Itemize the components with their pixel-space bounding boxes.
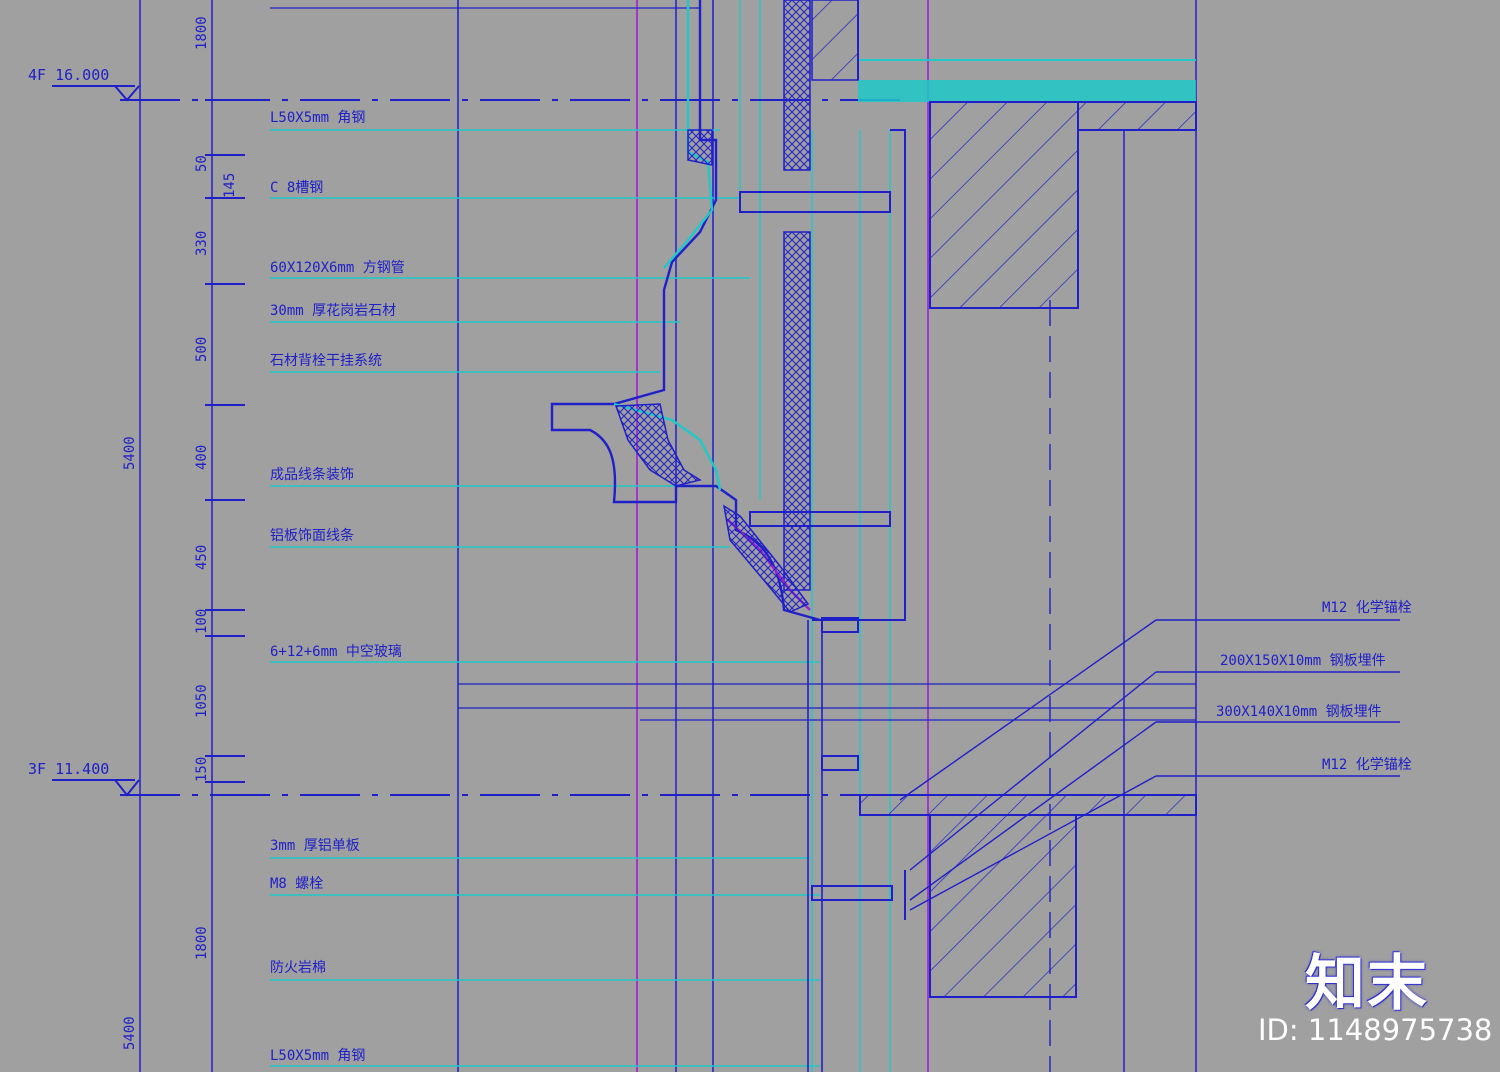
note-aluminum-trim: 铝板饰面线条 xyxy=(270,527,354,544)
steel-frame xyxy=(739,129,906,920)
dim-seg-5: 400 xyxy=(194,445,210,470)
watermark-logo: 知末 xyxy=(1305,949,1429,1019)
annotations-right: M12 化学锚栓 200X150X10mm 钢板埋件 300X140X10mm … xyxy=(1216,600,1412,773)
dim-total-upper: 5400 xyxy=(122,436,138,470)
dim-seg-4: 500 xyxy=(194,337,210,362)
insulation-upper xyxy=(783,0,811,171)
annotations-left: L50X5mm 角钢 C 8槽钢 60X120X6mm 方钢管 30mm 厚花岗… xyxy=(270,110,405,1064)
dim-seg-10: 1800 xyxy=(194,926,210,960)
vertical-lines xyxy=(139,0,1197,1072)
note-chem-anchor-2: M12 化学锚栓 xyxy=(1322,757,1412,773)
dim-seg-2: 145 xyxy=(222,173,238,198)
dim-seg-3: 330 xyxy=(194,231,210,256)
note-square-tube: 60X120X6mm 方钢管 xyxy=(270,260,405,276)
note-chem-anchor-1: M12 化学锚栓 xyxy=(1322,600,1412,616)
leader-lines-left xyxy=(270,129,820,1067)
note-granite: 30mm 厚花岗岩石材 xyxy=(270,303,396,319)
level-label-3f: 3F 11.400 xyxy=(28,760,109,778)
concrete-beam-lower xyxy=(859,794,1197,998)
level-marker-4f xyxy=(52,85,140,102)
watermark-id: ID: 1148975738 xyxy=(1258,1013,1493,1047)
note-insulated-glass: 6+12+6mm 中空玻璃 xyxy=(270,643,402,660)
dim-seg-0: 1800 xyxy=(194,16,210,50)
dimension-texts: 5400 5400 1800 50 145 330 500 400 450 10… xyxy=(122,16,238,1050)
dim-seg-1: 50 xyxy=(194,155,210,172)
level-lines xyxy=(120,99,900,796)
insulation-mid xyxy=(783,231,811,591)
note-embed-plate-2: 300X140X10mm 钢板埋件 xyxy=(1216,704,1382,720)
note-m8-bolt: M8 螺栓 xyxy=(270,876,323,892)
note-angle-steel-upper: L50X5mm 角钢 xyxy=(270,110,365,126)
note-channel-steel: C 8槽钢 xyxy=(270,180,323,196)
dim-seg-7: 100 xyxy=(194,609,210,634)
concrete-beam-upper xyxy=(857,0,1197,309)
note-moulding: 成品线条装饰 xyxy=(270,466,354,483)
level-marker-3f xyxy=(52,779,140,797)
level-label-4f: 4F 16.000 xyxy=(28,66,109,84)
leader-lines-right xyxy=(899,619,1400,911)
note-stone-anchor-system: 石材背栓干挂系统 xyxy=(270,353,382,369)
note-aluminum-panel: 3mm 厚铝单板 xyxy=(270,838,360,854)
note-angle-steel-lower: L50X5mm 角钢 xyxy=(270,1048,365,1064)
dim-seg-9: 150 xyxy=(194,757,210,782)
dim-total-lower: 5400 xyxy=(122,1016,138,1050)
note-fire-rockwool: 防火岩棉 xyxy=(270,959,326,976)
dim-seg-6: 450 xyxy=(194,545,210,570)
dim-seg-8: 1050 xyxy=(194,684,210,718)
note-embed-plate-1: 200X150X10mm 钢板埋件 xyxy=(1220,653,1386,669)
